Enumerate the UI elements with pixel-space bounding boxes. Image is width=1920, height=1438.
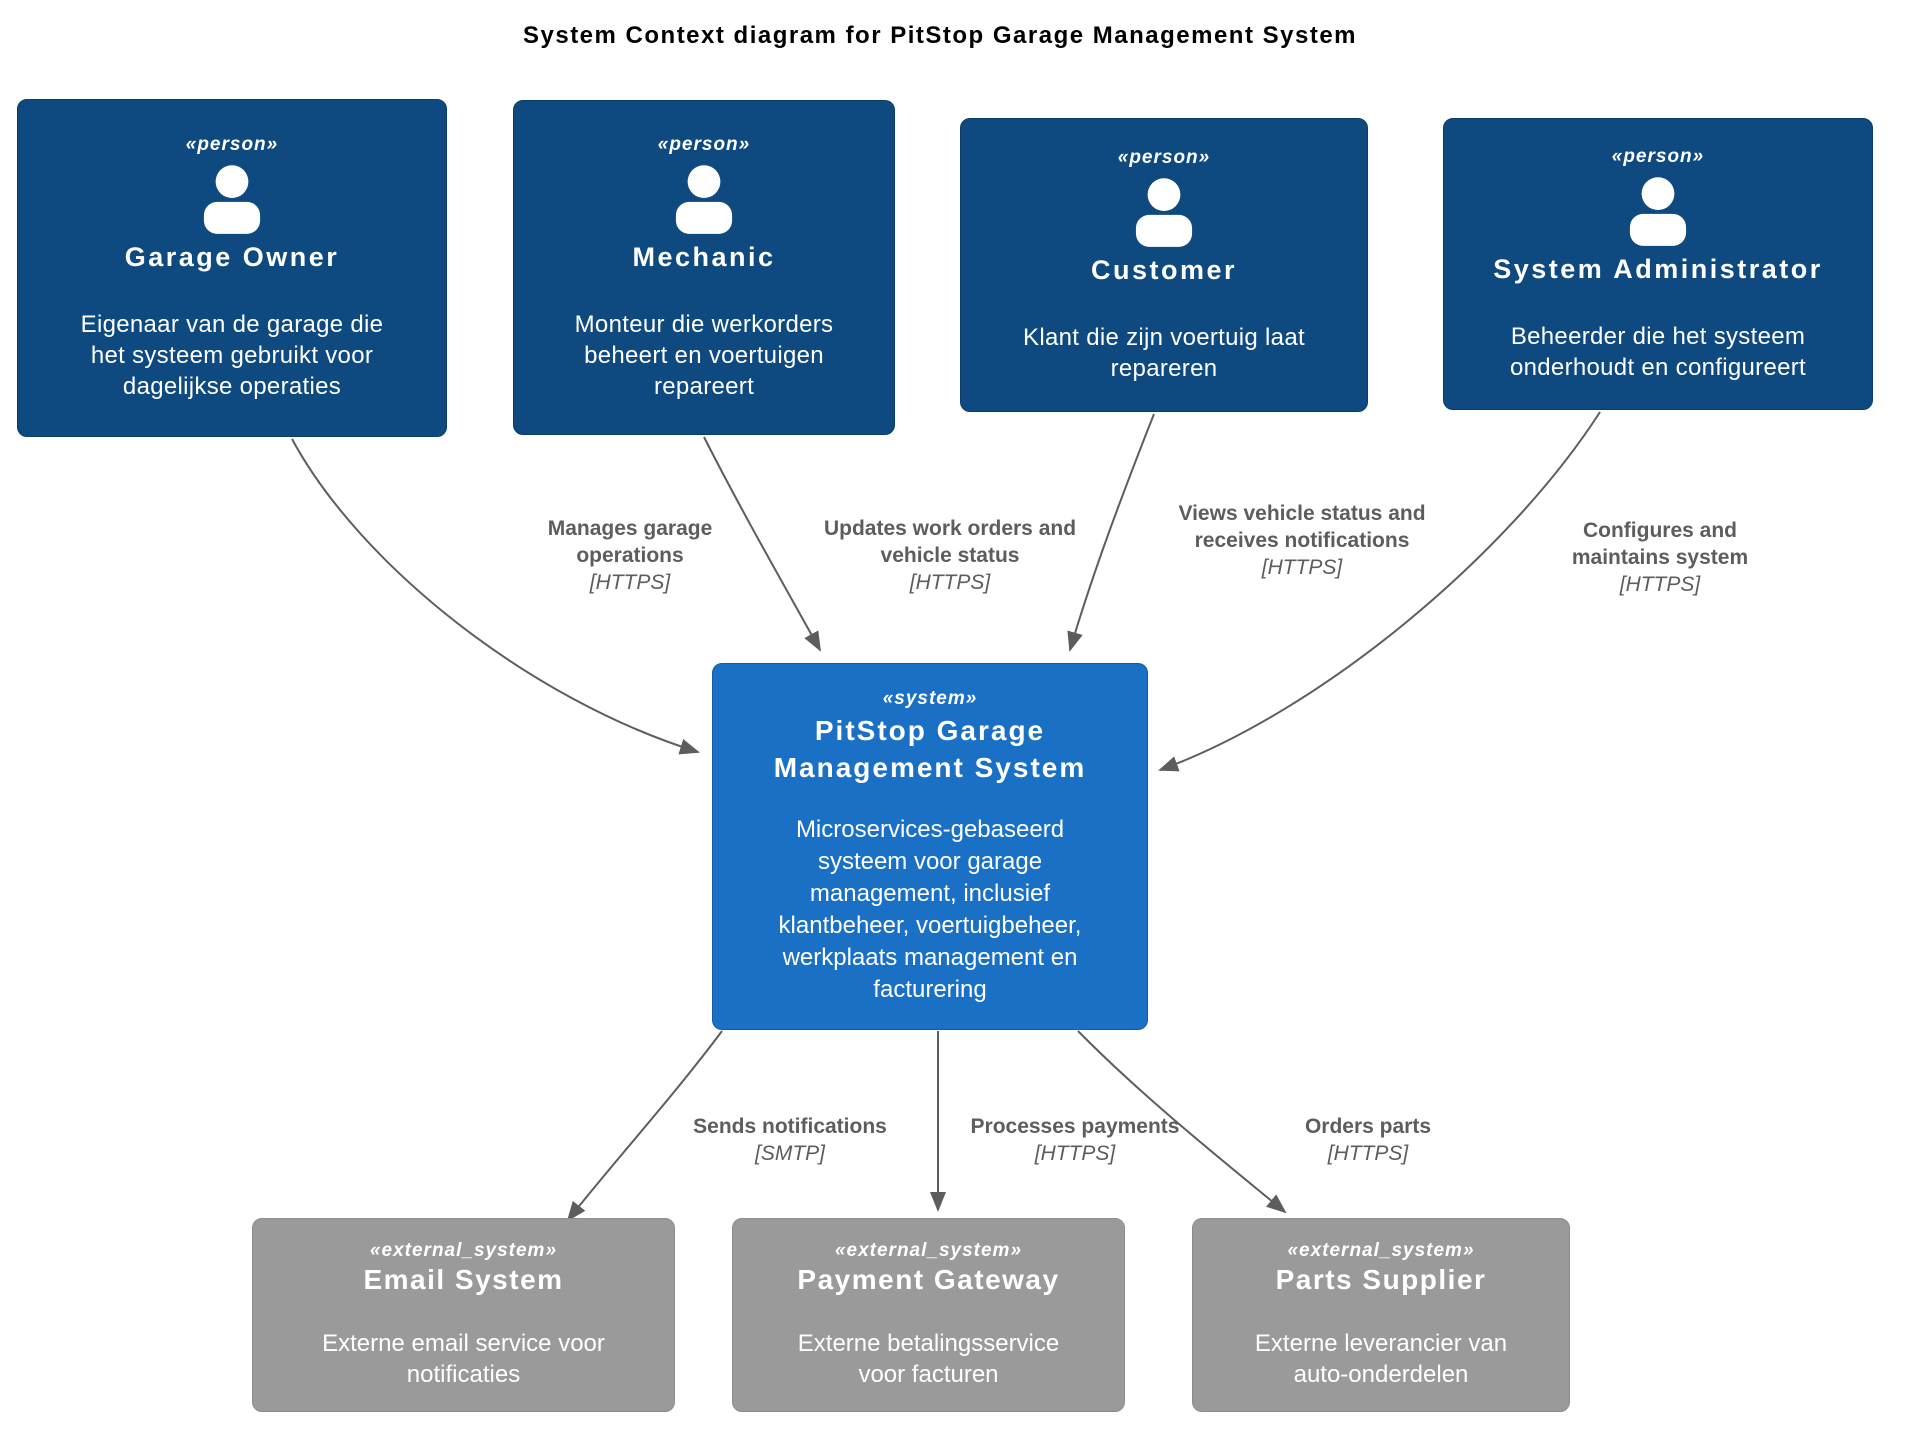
relationship-text: Processes payments xyxy=(970,1115,1180,1138)
stereotype-label: «person» xyxy=(185,134,279,155)
stereotype-label: «external_system» xyxy=(369,1240,558,1261)
person-box-garage-owner: «person» Garage Owner Eigenaar van de ga… xyxy=(17,99,447,437)
person-box-system-administrator: «person» System Administrator Beheerder … xyxy=(1443,118,1873,410)
external-box-email-system: «external_system» Email System Externe e… xyxy=(252,1218,675,1412)
stereotype-label: «system» xyxy=(882,687,978,709)
person-icon xyxy=(1629,176,1687,246)
relationship-protocol: [HTTPS] xyxy=(1034,1142,1116,1165)
relationship-label-updates-work-orders: Updates work orders and vehicle status [… xyxy=(820,515,1080,596)
person-description: Monteur die werkorders beheert en voertu… xyxy=(574,310,834,400)
arrow-system-to-parts xyxy=(1077,1030,1287,1214)
external-box-payment-gateway: «external_system» Payment Gateway Extern… xyxy=(732,1218,1125,1412)
relationship-label-manages-garage-operations: Manages garage operations [HTTPS] xyxy=(525,515,735,596)
external-system-name: Email System xyxy=(363,1264,564,1295)
relationship-text: Manages garage operations xyxy=(547,517,713,567)
person-icon xyxy=(675,164,733,234)
stereotype-label: «person» xyxy=(1117,146,1211,168)
relationship-label-processes-payments: Processes payments [HTTPS] xyxy=(971,1113,1180,1167)
diagram-title: System Context diagram for PitStop Garag… xyxy=(522,22,1358,49)
relationship-text: Orders parts xyxy=(1304,1115,1432,1138)
external-system-name: Parts Supplier xyxy=(1275,1264,1487,1295)
relationship-text: Views vehicle status and receives notifi… xyxy=(1178,502,1426,552)
relationship-text: Updates work orders and vehicle status xyxy=(823,517,1077,567)
person-description: Beheerder die het systeem onderhoudt en … xyxy=(1509,322,1806,381)
arrow-system-to-email xyxy=(566,1030,723,1222)
relationship-text: Configures and maintains system xyxy=(1571,519,1749,569)
stereotype-label: «external_system» xyxy=(1287,1240,1475,1261)
person-description: Klant die zijn voertuig laat repareren xyxy=(1023,323,1305,382)
external-system-name: Payment Gateway xyxy=(797,1264,1060,1295)
arrow-customer-to-system xyxy=(1067,413,1155,652)
system-name: PitStop Garage Management System xyxy=(773,714,1087,783)
relationship-label-views-vehicle-status: Views vehicle status and receives notifi… xyxy=(1177,500,1427,581)
external-box-parts-supplier: «external_system» Parts Supplier Externe… xyxy=(1192,1218,1570,1412)
stereotype-label: «person» xyxy=(657,133,751,155)
stereotype-label: «external_system» xyxy=(834,1240,1023,1261)
person-name: Customer xyxy=(1090,254,1238,285)
arrow-admin-to-system xyxy=(1158,411,1601,772)
external-system-description: Externe betalingsservice voor facturen xyxy=(797,1330,1060,1388)
person-description: Eigenaar van de garage die het systeem g… xyxy=(80,311,384,400)
person-name: Mechanic xyxy=(632,241,776,272)
person-icon xyxy=(203,165,261,234)
arrow-garage-owner-to-system xyxy=(291,438,700,755)
system-box-pitstop-garage-management-system: «system» PitStop Garage Management Syste… xyxy=(712,663,1148,1030)
person-name: System Administrator xyxy=(1493,253,1823,284)
relationship-protocol: [HTTPS] xyxy=(589,571,671,594)
person-icon xyxy=(1135,177,1193,247)
relationship-label-sends-notifications: Sends notifications [SMTP] xyxy=(693,1113,887,1167)
relationship-protocol: [HTTPS] xyxy=(1327,1142,1409,1165)
external-system-description: Externe leverancier van auto-onderdelen xyxy=(1254,1330,1508,1388)
person-box-mechanic: «person» Mechanic Monteur die werkorders… xyxy=(513,100,895,435)
person-box-customer: «person» Customer Klant die zijn voertui… xyxy=(960,118,1368,412)
relationship-label-configures-and-maintains: Configures and maintains system [HTTPS] xyxy=(1543,517,1778,598)
relationship-protocol: [HTTPS] xyxy=(1619,573,1701,596)
relationship-label-orders-parts: Orders parts [HTTPS] xyxy=(1305,1113,1431,1167)
arrow-mechanic-to-system xyxy=(703,436,821,652)
relationship-protocol: [HTTPS] xyxy=(909,571,991,594)
external-system-description: Externe email service voor notificaties xyxy=(322,1330,605,1388)
stereotype-label: «person» xyxy=(1611,145,1705,167)
person-name: Garage Owner xyxy=(124,242,340,272)
relationship-protocol: [SMTP] xyxy=(754,1142,825,1165)
relationship-text: Sends notifications xyxy=(693,1115,887,1138)
relationship-protocol: [HTTPS] xyxy=(1261,556,1343,579)
system-description: Microservices-gebaseerd systeem voor gar… xyxy=(778,815,1082,1003)
